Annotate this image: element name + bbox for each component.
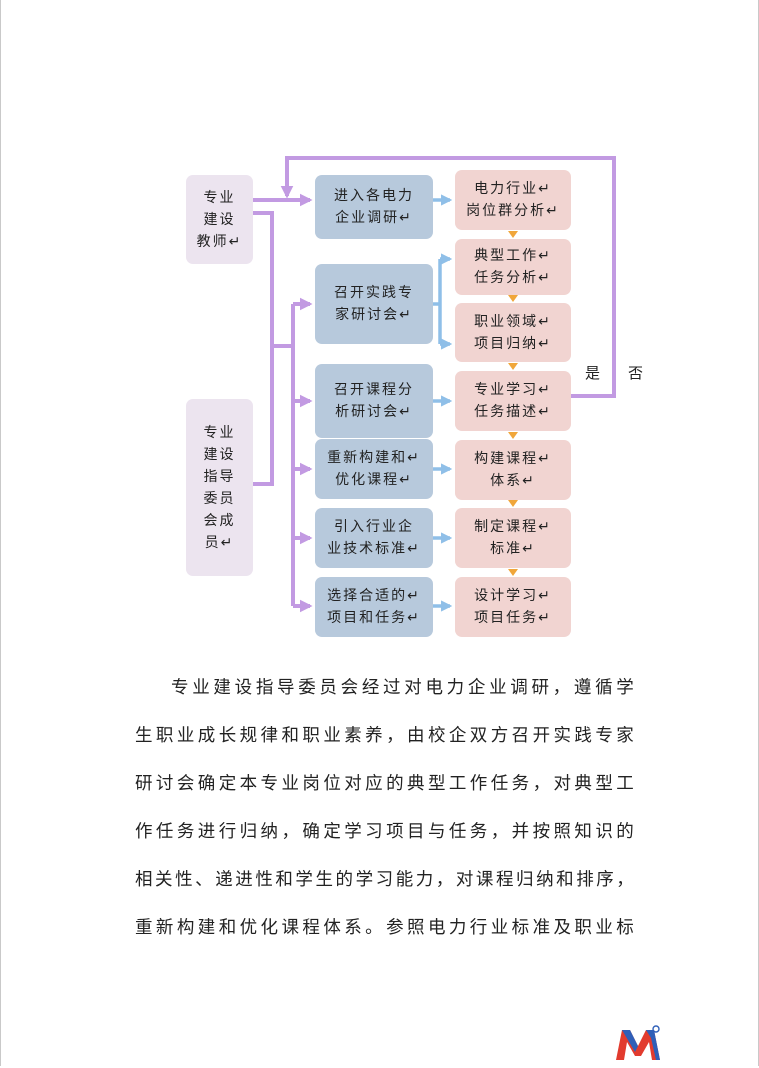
box-line: 职业领域↵ xyxy=(474,313,552,330)
paragraph-line: 重新构建和优化课程体系。参照电力行业标准及职业标 xyxy=(135,918,635,938)
box-line: 电力行业↵ xyxy=(474,181,552,197)
box-line: 典型工作↵ xyxy=(474,248,552,264)
box-line: 业技术标准↵ xyxy=(327,541,421,557)
blue-fork-connector xyxy=(433,259,442,344)
box-build-course-system: 构建课程↵ 体系↵ xyxy=(455,440,571,500)
box-line: 专业 xyxy=(203,189,236,206)
box-line: 项目归纳↵ xyxy=(474,335,552,352)
box-select-projects: 选择合适的↵ 项目和任务↵ xyxy=(315,577,433,637)
orange-arrow-5 xyxy=(508,500,518,507)
box-line: 重新构建和↵ xyxy=(327,450,421,466)
box-line: 指导 xyxy=(203,468,236,485)
no-label: 否 xyxy=(628,364,644,382)
box-line: 项目任务↵ xyxy=(474,610,552,626)
box-line: 员↵ xyxy=(204,534,235,551)
teacher-to-trunk-connector xyxy=(252,211,274,486)
box-line: 体系↵ xyxy=(490,473,536,489)
box-line: 召开课程分 xyxy=(334,382,414,398)
box-line: 岗位群分析↵ xyxy=(466,203,560,219)
box-job-group-analysis: 电力行业↵ 岗位群分析↵ xyxy=(455,170,571,230)
yes-label: 是 xyxy=(585,364,601,382)
paragraph-line: 研讨会确定本专业岗位对应的典型工作任务，对典型工 xyxy=(135,774,635,794)
paragraph-line: 专业建设指导委员会经过对电力企业调研，遵循学 xyxy=(171,678,635,698)
box-line: 建设 xyxy=(203,446,236,463)
orange-arrow-1 xyxy=(508,231,518,238)
box-design-learning-projects: 设计学习↵ 项目任务↵ xyxy=(455,577,571,637)
flowchart-connectors xyxy=(252,156,616,613)
box-line: 专业 xyxy=(203,424,236,441)
box-line: 企业调研↵ xyxy=(335,210,413,226)
box-enterprise-research: 进入各电力 企业调研↵ xyxy=(315,175,433,239)
box-learning-task-description: 专业学习↵ 任务描述↵ xyxy=(455,371,571,431)
orange-arrow-3 xyxy=(508,363,518,370)
box-course-analysis-seminar: 召开课程分 析研讨会↵ xyxy=(315,364,433,438)
box-line: 任务描述↵ xyxy=(474,404,552,420)
box-line: 建设 xyxy=(203,211,236,228)
orange-arrow-2 xyxy=(508,295,518,302)
box-line: 设计学习↵ xyxy=(474,588,552,604)
box-line: 家研讨会↵ xyxy=(335,307,413,323)
box-line: 引入行业企 xyxy=(334,519,414,535)
paragraph-line: 作任务进行归纳，确定学习项目与任务，并按照知识的 xyxy=(135,822,635,842)
orange-arrow-6 xyxy=(508,569,518,576)
feedback-loop-arrow xyxy=(280,156,616,398)
box-industry-standards: 引入行业企 业技术标准↵ xyxy=(315,508,433,568)
box-line: 项目和任务↵ xyxy=(327,610,421,626)
box-line: 制定课程↵ xyxy=(474,519,552,535)
publisher-logo xyxy=(616,1025,660,1060)
box-typical-task-analysis: 典型工作↵ 任务分析↵ xyxy=(455,239,571,295)
body-paragraph: 专业建设指导委员会经过对电力企业调研，遵循学 生职业成长规律和职业素养，由校企双… xyxy=(135,664,635,952)
box-expert-seminar: 召开实践专 家研讨会↵ xyxy=(315,264,433,344)
paragraph-line: 相关性、递进性和学生的学习能力，对课程归纳和排序， xyxy=(135,870,635,890)
box-major-teachers: 专业 建设 教师↵ xyxy=(186,175,253,264)
box-line: 委员 xyxy=(203,490,236,507)
box-line: 构建课程↵ xyxy=(474,451,552,467)
box-line: 析研讨会↵ xyxy=(335,404,413,420)
box-line: 选择合适的↵ xyxy=(327,588,421,604)
box-line: 标准↵ xyxy=(490,541,536,557)
paragraph-line: 生职业成长规律和职业素养，由校企双方召开实践专家 xyxy=(135,726,635,746)
box-domain-project-summary: 职业领域↵ 项目归纳↵ xyxy=(455,303,571,362)
box-line: 专业学习↵ xyxy=(474,382,552,398)
box-line: 召开实践专 xyxy=(334,285,414,301)
box-line: 教师↵ xyxy=(196,233,243,250)
box-line: 会成 xyxy=(203,512,236,529)
box-rebuild-courses: 重新构建和↵ 优化课程↵ xyxy=(315,439,433,499)
box-line: 任务分析↵ xyxy=(474,270,552,286)
box-line: 优化课程↵ xyxy=(335,472,413,488)
box-steering-committee: 专业 建设 指导 委员 会成 员↵ xyxy=(186,399,253,576)
box-course-standards: 制定课程↵ 标准↵ xyxy=(455,508,571,568)
box-line: 进入各电力 xyxy=(334,188,414,204)
orange-arrow-4 xyxy=(508,432,518,439)
